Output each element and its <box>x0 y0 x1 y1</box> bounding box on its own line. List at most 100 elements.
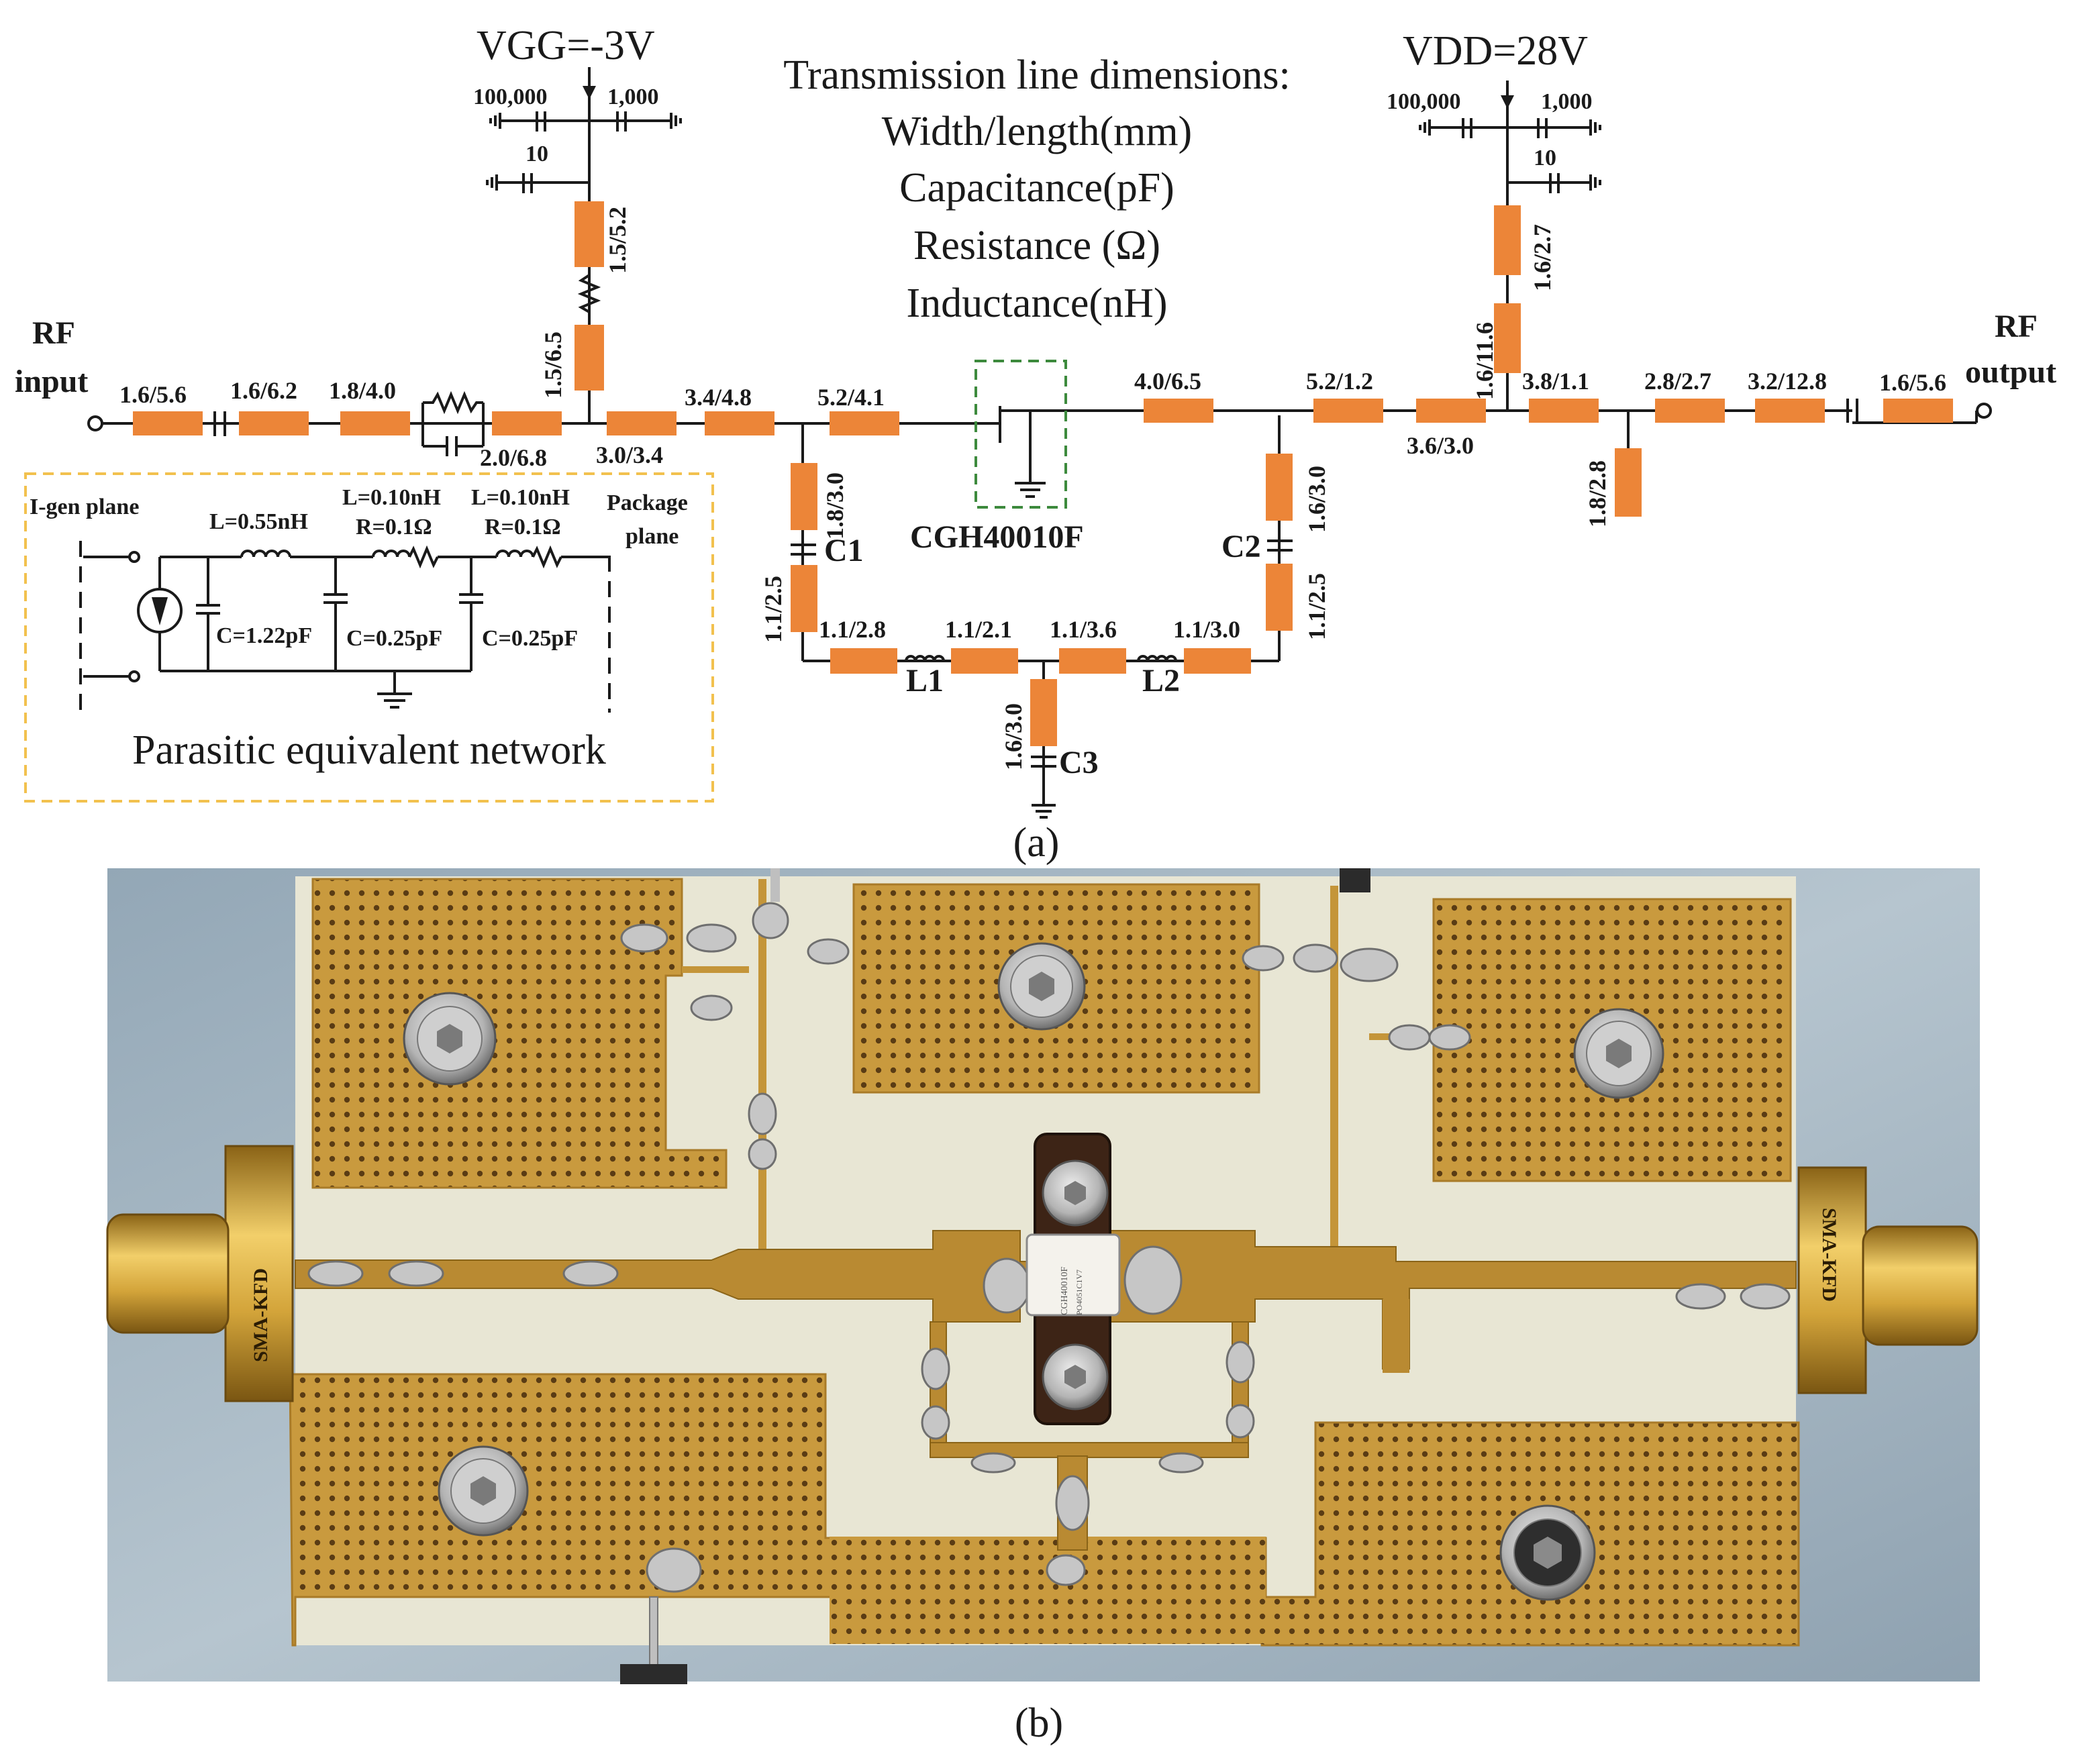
tline-fb4-label: 1.1/2.1 <box>945 616 1012 643</box>
l2-label: L2 <box>1142 663 1180 699</box>
tline-fb9 <box>1030 679 1057 746</box>
tline-gb2-label: 1.5/6.5 <box>540 331 566 399</box>
caption-b: (b) <box>1015 1700 1063 1746</box>
screw-icon <box>1042 1159 1109 1227</box>
tline-db2-label: 1.6/11.6 <box>1471 322 1498 400</box>
tline-fb3-label: 1.1/2.8 <box>819 616 886 643</box>
legend-line-2: Capacitance(pF) <box>899 165 1174 211</box>
inductor-l2 <box>1137 655 1177 662</box>
tline-fb6-label: 1.1/3.0 <box>1173 616 1240 643</box>
tline-out3 <box>1416 399 1486 423</box>
capacitor-c2 <box>1267 539 1293 552</box>
screw-icon <box>403 992 497 1086</box>
vgg-arrow-icon <box>583 86 596 99</box>
igen-terminal-bottom-icon <box>128 670 140 682</box>
tline-in1-label: 1.6/5.6 <box>119 381 187 408</box>
legend-line-3: Resistance (Ω) <box>913 223 1160 268</box>
vdd-label: VDD=28V <box>1403 28 1588 74</box>
tline-stub-out <box>1615 448 1642 517</box>
inductor-l1 <box>905 655 945 662</box>
tline-fb1 <box>791 463 817 530</box>
ground-pad-bottom-strip <box>830 1537 1266 1644</box>
tline-out1-label: 4.0/6.5 <box>1134 368 1201 395</box>
tline-fb6 <box>1184 648 1251 674</box>
vgg-label: VGG=-3V <box>477 23 655 68</box>
parasitic-l2a-label: L=0.10nH <box>342 485 441 510</box>
tline-fb9-label: 1.6/3.0 <box>1000 703 1027 770</box>
series-capacitor-in1 <box>213 411 226 436</box>
tline-out7 <box>1883 399 1953 423</box>
transistor-symbol <box>1015 424 1046 498</box>
tline-gb2 <box>574 325 604 391</box>
sma-connector-right: SMA-KFD <box>1797 1166 1979 1394</box>
sma-label-left: SMA-KFD <box>250 1268 272 1362</box>
schematic-panel-a: VGG=-3V VDD=28V 100,000 1,000 10 100,000… <box>15 23 2056 866</box>
tline-gb1-label: 1.5/5.2 <box>604 207 631 274</box>
screw-icon <box>438 1445 529 1537</box>
gate-decoupling-caps <box>486 111 682 193</box>
tline-in5 <box>607 411 677 435</box>
parasitic-l1-label: L=0.55nH <box>209 509 308 534</box>
tline-out7-label: 1.6/5.6 <box>1879 369 1946 396</box>
bias-wire <box>620 868 1370 1684</box>
solder-joints <box>307 902 1791 1593</box>
parasitic-pkg-label-1: Package <box>607 491 688 515</box>
rc-network <box>421 391 485 456</box>
c1-label: C1 <box>824 533 864 568</box>
parasitic-igen-label: I-gen plane <box>30 495 139 519</box>
tline-stub-out-label: 1.8/2.8 <box>1584 460 1611 527</box>
parasitic-l3b-label: R=0.1Ω <box>485 515 561 539</box>
parasitic-c3-label: C=0.25pF <box>482 626 578 651</box>
tline-out4 <box>1529 399 1599 423</box>
tline-out3-label: 3.6/3.0 <box>1407 432 1474 459</box>
tline-in3 <box>340 411 410 435</box>
parasitic-circuit <box>79 541 611 713</box>
screw-icon <box>1042 1343 1109 1410</box>
capacitor-c3 <box>1031 756 1056 768</box>
tline-in1 <box>133 411 203 435</box>
rf-output-label-1: RF <box>1995 309 2038 344</box>
tline-in2-label: 1.6/6.2 <box>230 377 297 404</box>
rf-input-port-icon <box>87 415 103 431</box>
tline-in6 <box>705 411 774 435</box>
rf-output-port-icon <box>1976 403 1992 419</box>
rf-output-label-2: output <box>1965 354 2056 390</box>
chip-marking-2: PO4051C1V7 <box>1074 1270 1084 1315</box>
device-label: CGH40010F <box>910 519 1084 555</box>
tline-out1 <box>1144 399 1213 423</box>
tline-out5 <box>1655 399 1725 423</box>
tline-out6 <box>1755 399 1825 423</box>
tline-fb5-label: 1.1/3.6 <box>1050 616 1117 643</box>
tline-out4-label: 3.8/1.1 <box>1522 368 1589 395</box>
tline-gb1 <box>574 201 604 267</box>
tline-in4 <box>492 411 562 435</box>
caption-a: (a) <box>1013 820 1060 866</box>
igen-terminal-top-icon <box>128 551 140 563</box>
tline-in3-label: 1.8/4.0 <box>329 377 396 404</box>
parasitic-l2b-label: R=0.1Ω <box>356 515 432 539</box>
parasitic-l3a-label: L=0.10nH <box>471 485 570 510</box>
legend-line-4: Inductance(nH) <box>906 280 1167 326</box>
legend-title: Transmission line dimensions: <box>783 52 1291 98</box>
tline-fb5 <box>1059 648 1126 674</box>
screw-icon <box>1499 1504 1596 1601</box>
tline-fb2-label: 1.1/2.5 <box>760 576 787 643</box>
tline-fb2 <box>791 565 817 632</box>
screw-icon <box>1573 1008 1664 1099</box>
chip-marking-1: CGH40010F <box>1060 1266 1070 1315</box>
legend-line-1: Width/length(mm) <box>882 109 1192 154</box>
drain-cap-1000: 1,000 <box>1541 89 1593 114</box>
c3-label: C3 <box>1059 745 1099 780</box>
tline-out5-label: 2.8/2.7 <box>1644 368 1711 395</box>
tline-fb8-label: 1.6/3.0 <box>1303 466 1330 533</box>
tline-db2 <box>1494 303 1521 373</box>
tline-fb4 <box>951 648 1018 674</box>
device-box <box>974 360 1067 509</box>
drain-cap-10: 10 <box>1534 146 1556 170</box>
tline-fb7-label: 1.1/2.5 <box>1303 573 1330 640</box>
tline-in6-label: 3.4/4.8 <box>685 384 752 411</box>
tline-in7-label: 5.2/4.1 <box>817 384 885 411</box>
c2-label: C2 <box>1221 529 1261 564</box>
sma-label-right: SMA-KFD <box>1818 1208 1840 1302</box>
photo-stub <box>1383 1299 1409 1373</box>
